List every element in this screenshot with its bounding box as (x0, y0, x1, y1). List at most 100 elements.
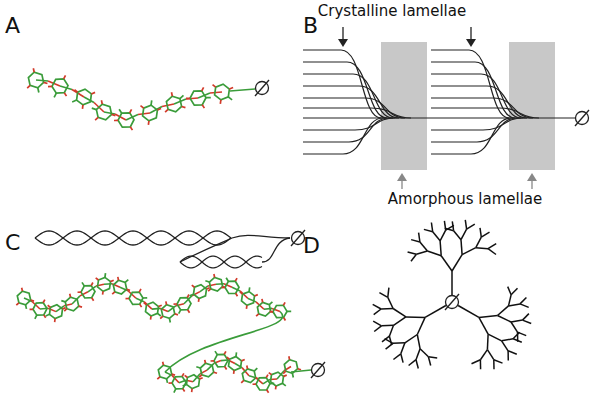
stroke (21, 288, 23, 291)
branch-line (388, 288, 389, 298)
stroke (186, 98, 198, 99)
panel-letter: C (5, 231, 20, 255)
stroke (64, 75, 66, 79)
branch-line (508, 351, 517, 355)
branch-chain (303, 62, 387, 118)
stroke (182, 373, 184, 376)
stroke (273, 305, 287, 317)
stroke (235, 352, 237, 356)
stroke (185, 375, 188, 377)
stroke (229, 88, 233, 89)
stroke (161, 305, 174, 319)
stroke (196, 367, 200, 368)
stroke (233, 370, 235, 373)
branch-line (498, 306, 509, 316)
branch-line (416, 349, 420, 360)
branch-line (425, 306, 446, 318)
branch-line (382, 336, 389, 342)
branch-line (513, 332, 519, 339)
stroke (110, 280, 113, 281)
stroke (287, 310, 291, 312)
stroke (38, 88, 39, 93)
stroke (28, 72, 43, 88)
helix-strand (180, 256, 262, 268)
stroke (269, 302, 272, 305)
stroke (96, 104, 111, 120)
branch-line (389, 325, 393, 336)
stroke (199, 378, 202, 379)
branch-line (445, 228, 454, 230)
branch-chain (303, 118, 383, 154)
stroke (209, 277, 222, 291)
stroke (283, 302, 285, 305)
branch-line (454, 231, 461, 240)
double-helix (16, 231, 311, 393)
branch-line (488, 244, 496, 249)
stroke (235, 278, 237, 281)
branch-line (513, 339, 522, 342)
branch-chain (431, 118, 517, 142)
branch-chain (303, 74, 393, 118)
stroke (206, 97, 211, 99)
stroke (256, 378, 270, 390)
stroke (32, 68, 35, 72)
branch-chain (431, 86, 527, 118)
stroke (48, 305, 51, 307)
stroke (158, 305, 161, 306)
stroke (31, 300, 34, 301)
stroke (157, 377, 160, 379)
stroke (148, 121, 150, 125)
branch-line (488, 249, 496, 255)
stroke (229, 357, 242, 371)
branch-chain (303, 86, 399, 118)
stroke (117, 277, 119, 280)
panel-letter: A (5, 14, 20, 38)
branch-line (424, 229, 433, 231)
stroke (92, 298, 94, 301)
stroke (143, 297, 147, 299)
stroke (214, 372, 217, 373)
stroke (172, 377, 186, 389)
branch-chain (431, 74, 521, 118)
stroke (210, 92, 222, 93)
stroke (208, 289, 211, 291)
stroke (213, 85, 216, 87)
branch-line (479, 316, 498, 318)
stroke (127, 289, 130, 290)
branch-line (408, 252, 417, 254)
branch-line (462, 248, 476, 255)
branch-line (461, 229, 467, 240)
branch-line (381, 308, 393, 310)
stroke (119, 109, 122, 113)
stroke (69, 294, 71, 297)
stroke (202, 87, 204, 91)
branch-line (416, 360, 418, 369)
stroke (144, 303, 147, 305)
branch-line (480, 350, 487, 360)
stroke (183, 384, 187, 386)
stroke (169, 318, 172, 322)
stroke (204, 360, 206, 363)
stroke (61, 301, 65, 302)
amorphous-band (381, 42, 427, 170)
branch-line (393, 354, 400, 360)
branch-line (393, 342, 405, 344)
stroke (298, 369, 301, 370)
stroke (292, 373, 295, 377)
stroke (254, 368, 257, 371)
stroke (17, 291, 30, 305)
stroke (283, 371, 286, 373)
branch-line (523, 314, 529, 321)
branch-line (461, 240, 462, 255)
stroke (275, 386, 277, 389)
branch-line (487, 334, 489, 349)
branch-line (431, 223, 432, 232)
branch-line (428, 357, 430, 366)
branch-line (465, 220, 466, 229)
stroke (160, 316, 163, 318)
stroke (157, 108, 161, 110)
stroke (54, 319, 56, 322)
branch-line (494, 360, 503, 363)
stroke (129, 292, 143, 304)
branch-line (419, 233, 420, 242)
